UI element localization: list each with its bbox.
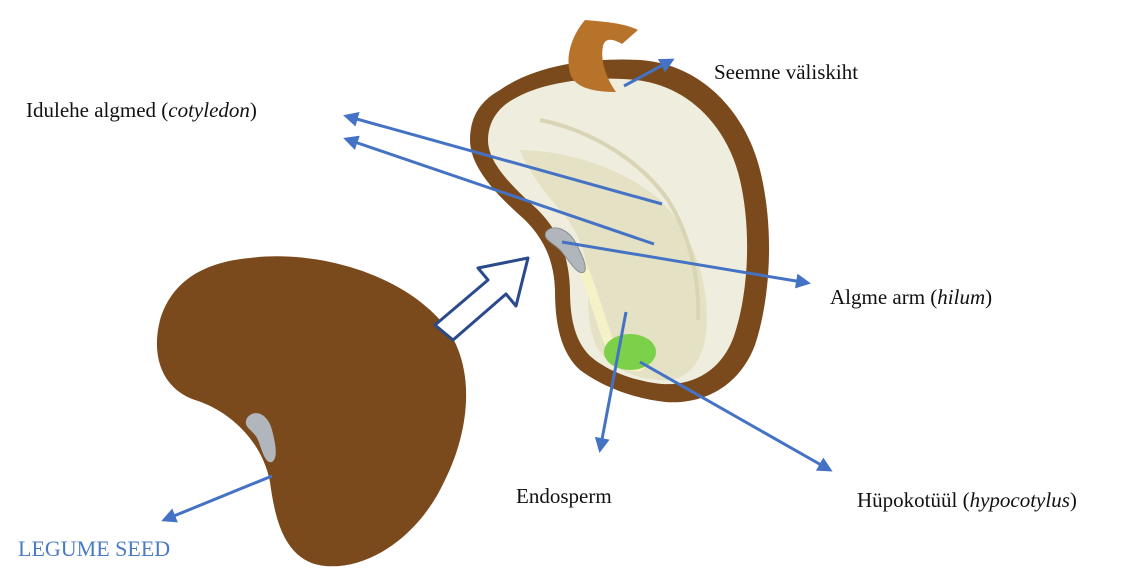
pointer-arrow-hypocotyl	[640, 362, 830, 470]
label-cotyledon: Idulehe algmed (cotyledon)	[26, 100, 257, 121]
label-cotyledon-text: Idulehe algmed (	[26, 98, 168, 122]
label-hypocotyl-latin: hypocotylus	[970, 488, 1070, 512]
label-hilum-close: )	[985, 285, 992, 309]
whole-seed-icon	[157, 256, 466, 566]
label-hypocotyl: Hüpokotüül (hypocotylus)	[857, 490, 1077, 511]
label-seed-coat: Seemne väliskiht	[714, 62, 858, 83]
label-hilum-text: Algme arm (	[830, 285, 937, 309]
hollow-arrow-icon	[435, 258, 528, 340]
label-cotyledon-close: )	[250, 98, 257, 122]
hypocotyl-bud-icon	[604, 334, 656, 370]
label-endosperm-text: Endosperm	[516, 484, 612, 508]
legume-seed-caption: LEGUME SEED	[18, 538, 170, 560]
pointer-arrow-legume-seed	[164, 476, 272, 520]
label-hypocotyl-text: Hüpokotüül (	[857, 488, 970, 512]
label-cotyledon-latin: cotyledon	[168, 98, 250, 122]
label-hilum-latin: hilum	[937, 285, 985, 309]
label-endosperm: Endosperm	[516, 486, 612, 507]
label-seed-coat-text: Seemne väliskiht	[714, 60, 858, 84]
label-hilum: Algme arm (hilum)	[830, 287, 992, 308]
legume-seed-caption-text: LEGUME SEED	[18, 536, 170, 561]
label-hypocotyl-close: )	[1070, 488, 1077, 512]
